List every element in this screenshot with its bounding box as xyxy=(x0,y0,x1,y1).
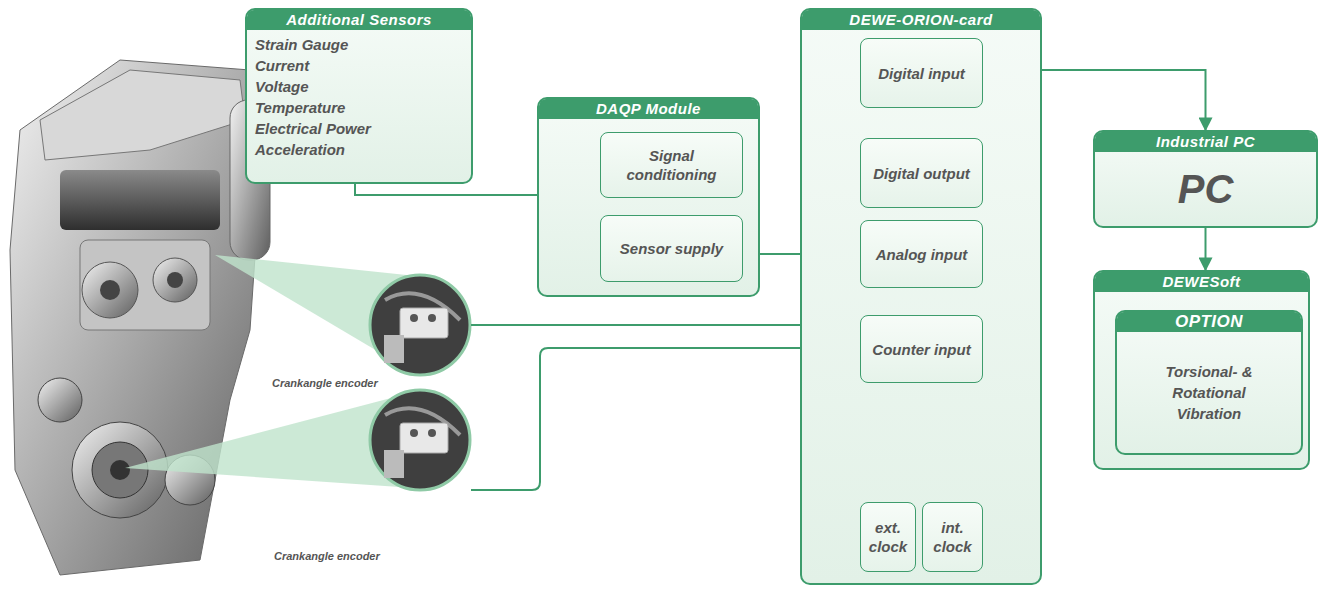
panel-heading: Additional Sensors xyxy=(247,10,471,30)
panel-body: PC xyxy=(1095,152,1316,226)
part-label: Crankangle encoder xyxy=(270,377,380,389)
process-box: Signal conditioning xyxy=(600,132,743,198)
process-box: ext. clock xyxy=(860,502,916,572)
box-content: ext. clock xyxy=(861,503,915,571)
option-label: Torsional- & Rotational Vibration xyxy=(1147,361,1271,424)
encoder-photo xyxy=(370,275,470,375)
sensor-item: Acceleration xyxy=(255,139,465,160)
box-content: Digital input xyxy=(861,39,982,107)
panel-heading: DEWESoft xyxy=(1095,272,1308,292)
panel-box: Industrial PC PC xyxy=(1093,130,1318,228)
panel-box: Additional SensorsStrain GaugeCurrentVol… xyxy=(245,8,473,184)
process-box: Digital input xyxy=(860,38,983,108)
sensor-item: Voltage xyxy=(255,76,465,97)
box-label: Analog input xyxy=(876,245,968,264)
box-content: Digital output xyxy=(861,139,982,207)
panel-box: DAQP ModuleSignal conditioningSensor sup… xyxy=(537,97,760,297)
panel-heading: OPTION xyxy=(1117,312,1301,332)
box-label: Sensor supply xyxy=(620,239,723,258)
box-label: Signal conditioning xyxy=(607,146,736,184)
panel-heading: DAQP Module xyxy=(539,99,758,119)
box-content: Signal conditioning xyxy=(601,133,742,197)
panel-box: OPTION Torsional- & Rotational Vibration xyxy=(1115,310,1303,455)
part-label: Crankangle encoder xyxy=(272,550,382,562)
process-box: Digital output xyxy=(860,138,983,208)
box-label: ext. clock xyxy=(867,518,909,556)
connector xyxy=(1205,228,1207,270)
encoder-photo xyxy=(370,390,470,490)
box-label: Digital output xyxy=(873,164,970,183)
sensor-item: Strain Gauge xyxy=(255,34,465,55)
sensor-item: Temperature xyxy=(255,97,465,118)
panel-box: DEWE-ORION-cardDigital inputDigital outp… xyxy=(800,8,1042,585)
sensor-item: Electrical Power xyxy=(255,118,465,139)
process-box: Analog input xyxy=(860,220,983,288)
box-content: Analog input xyxy=(861,221,982,287)
engine-block xyxy=(10,60,270,575)
panel-heading: DEWE-ORION-card xyxy=(802,10,1040,30)
box-content: Counter input xyxy=(861,316,982,382)
box-content: Sensor supply xyxy=(601,216,742,281)
box-label: Digital input xyxy=(878,64,965,83)
connector xyxy=(1042,70,1206,130)
sensor-item: Current xyxy=(255,55,465,76)
box-label: int. clock xyxy=(929,518,976,556)
pc-label: PC xyxy=(1178,166,1234,212)
panel-body: Strain GaugeCurrentVoltageTemperatureEle… xyxy=(247,30,471,164)
box-content: int. clock xyxy=(923,503,982,571)
panel-heading: Industrial PC xyxy=(1095,132,1316,152)
process-box: Sensor supply xyxy=(600,215,743,282)
panel-body: Torsional- & Rotational Vibration xyxy=(1117,332,1301,453)
process-box: Counter input xyxy=(860,315,983,383)
process-box: int. clock xyxy=(922,502,983,572)
box-label: Counter input xyxy=(872,340,970,359)
panel-box: DEWESoftOPTION Torsional- & Rotational Vi… xyxy=(1093,270,1310,470)
